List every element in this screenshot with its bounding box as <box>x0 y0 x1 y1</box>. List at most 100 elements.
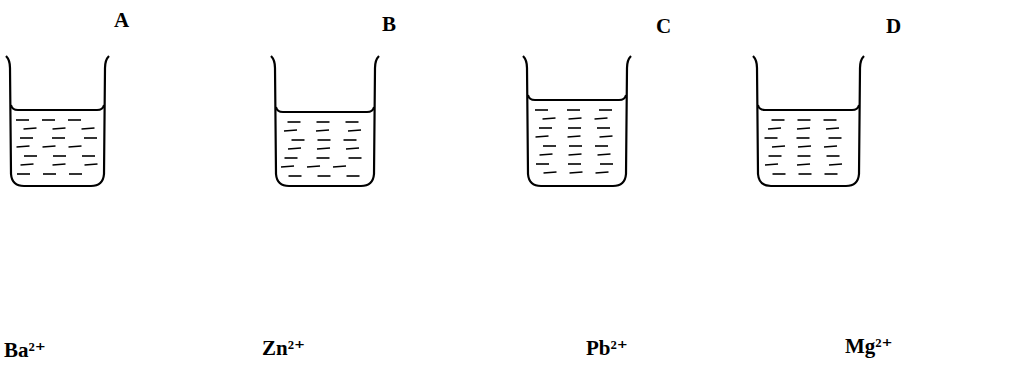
liquid-dash <box>285 157 298 159</box>
liquid-dash <box>829 137 842 139</box>
liquid-dash <box>568 127 581 129</box>
beaker <box>753 56 864 186</box>
liquid-surface <box>276 107 374 112</box>
beaker-outline <box>523 56 631 186</box>
liquid-dash <box>346 148 359 149</box>
liquid-dash <box>773 173 786 175</box>
liquid-dash <box>600 163 613 165</box>
liquid-dash <box>769 155 782 157</box>
liquid-dash <box>42 119 55 121</box>
liquid-dash <box>318 139 331 141</box>
beaker-letter: B <box>382 14 396 35</box>
beaker <box>271 56 379 186</box>
liquid-dash <box>24 128 37 129</box>
liquid-dash <box>599 109 612 111</box>
liquid-dash <box>288 148 301 149</box>
liquid-dash <box>281 166 294 167</box>
liquid-dash <box>825 173 838 175</box>
liquid-dash <box>772 146 785 147</box>
liquid-dash <box>347 175 360 177</box>
liquid-dash <box>17 146 30 147</box>
beaker-outline <box>271 56 379 186</box>
liquid-dash <box>21 164 34 165</box>
liquid-dash <box>798 119 811 121</box>
beaker <box>523 56 631 186</box>
liquid-dash <box>600 136 613 137</box>
liquid-dash <box>536 136 549 137</box>
liquid-dash <box>317 157 330 159</box>
liquid-dash <box>569 154 582 155</box>
ion-label: Ba²⁺ <box>4 340 46 361</box>
liquid-dash <box>85 164 98 165</box>
liquid-dash <box>772 119 785 121</box>
liquid-dash <box>536 163 549 165</box>
beaker-letter: D <box>886 16 901 37</box>
liquid-dash <box>829 164 842 165</box>
liquid-dash <box>333 166 346 167</box>
liquid-dash <box>20 137 33 139</box>
liquid-dash <box>284 130 297 131</box>
beaker-letter: C <box>656 16 671 37</box>
liquid-dash <box>53 164 66 165</box>
liquid-dash <box>53 128 66 129</box>
liquid-dash <box>82 128 95 129</box>
liquid-dash <box>318 175 331 177</box>
liquid-dash <box>307 166 320 167</box>
liquid-dash <box>348 130 361 131</box>
ion-label: Mg²⁺ <box>845 336 893 357</box>
liquid-dash <box>316 130 329 131</box>
liquid-dash <box>289 175 302 177</box>
beaker-letter: A <box>114 10 129 31</box>
liquid-dash <box>570 172 583 173</box>
liquid-surface <box>758 105 859 110</box>
liquid-dash <box>824 146 837 147</box>
liquid-dash <box>798 146 811 147</box>
liquid-dash <box>346 121 359 123</box>
liquid-surface <box>11 105 104 110</box>
beaker-outline <box>753 56 864 186</box>
liquid-dash <box>824 119 837 121</box>
liquid-dash <box>288 121 301 123</box>
liquid-dash <box>595 145 608 147</box>
ion-label: Pb²⁺ <box>586 338 628 359</box>
liquid-dash <box>349 157 362 159</box>
liquid-dash <box>317 148 330 149</box>
liquid-dash <box>53 155 66 157</box>
liquid-dash <box>543 118 556 119</box>
liquid-dash <box>826 128 839 129</box>
ion-label: Zn²⁺ <box>262 338 305 359</box>
liquid-surface <box>528 95 626 100</box>
beaker-outline <box>6 56 109 186</box>
liquid-dash <box>82 155 95 157</box>
liquid-dash <box>798 155 811 157</box>
liquid-dash <box>596 172 609 173</box>
liquid-dash <box>797 137 810 139</box>
liquid-dash <box>765 137 778 139</box>
liquid-dash <box>317 121 330 123</box>
liquid-dash <box>543 145 556 147</box>
liquid-dash <box>43 173 56 175</box>
liquid-dash <box>68 119 81 121</box>
liquid-dash <box>544 172 557 173</box>
liquid-dash <box>765 164 778 165</box>
liquid-dash <box>84 137 97 139</box>
liquid-dash <box>568 136 581 137</box>
liquid-dash <box>598 154 611 155</box>
liquid-dash <box>569 145 582 147</box>
liquid-dash <box>569 118 582 119</box>
liquid-dash <box>595 118 608 119</box>
beaker <box>6 56 109 186</box>
liquid-dash <box>568 163 581 165</box>
liquid-dash <box>344 139 357 141</box>
liquid-dash <box>43 146 56 147</box>
liquid-dash <box>69 173 82 175</box>
liquid-dash <box>52 137 65 139</box>
liquid-dash <box>797 164 810 165</box>
liquid-dash <box>16 119 29 121</box>
liquid-dash <box>799 173 812 175</box>
liquid-dash <box>540 154 553 155</box>
liquid-dash <box>567 109 580 111</box>
liquid-dash <box>827 155 840 157</box>
liquid-dash <box>17 173 30 175</box>
